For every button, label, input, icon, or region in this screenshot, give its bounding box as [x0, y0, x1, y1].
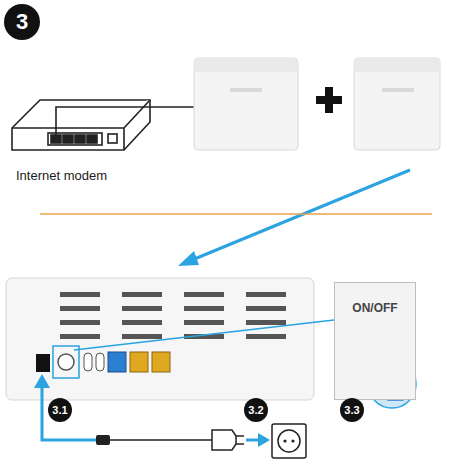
- callout-number: 3.3: [340, 398, 364, 422]
- zoom-line: [74, 320, 334, 350]
- callout-number: 3.1: [48, 398, 72, 422]
- switch-label: ON/OFF: [337, 301, 413, 315]
- pointer-arrow: [178, 170, 410, 266]
- device-label: Internet modem: [16, 168, 148, 183]
- modem-label-box: Internet modem: [12, 164, 152, 190]
- ethernet-cable: [56, 107, 196, 135]
- power-arrow: [34, 374, 96, 440]
- plus-sign: [316, 87, 342, 113]
- power-adapter: [96, 424, 306, 458]
- switch-inset: ON/OFF: [334, 282, 416, 400]
- mesh-unit: [354, 58, 440, 150]
- unit-back: [6, 278, 314, 400]
- divider: [40, 213, 432, 215]
- callout-number: 3.2: [244, 398, 268, 422]
- step-number: 3: [4, 4, 40, 40]
- mesh-unit: [194, 58, 298, 150]
